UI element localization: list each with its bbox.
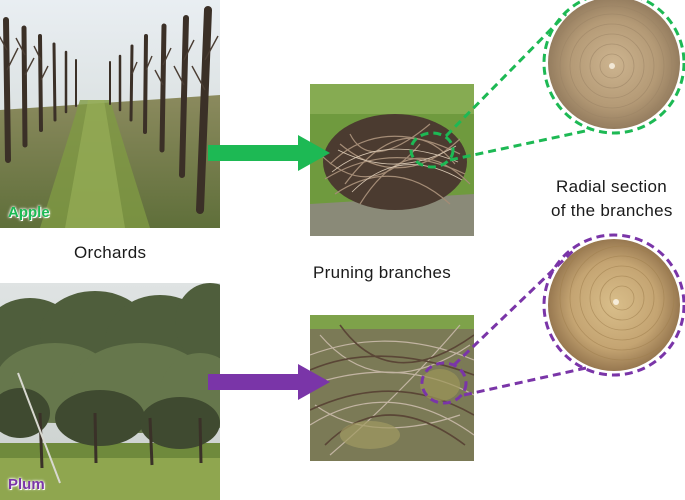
plum-flow-arrow bbox=[208, 364, 330, 400]
radial-section-label-line2: of the branches bbox=[551, 201, 673, 220]
apple-section-connector bbox=[409, 0, 685, 169]
orchards-label: Orchards bbox=[74, 243, 147, 262]
pruning-branches-label: Pruning branches bbox=[313, 263, 452, 282]
apple-radial-section-disc bbox=[548, 0, 680, 129]
plum-tag: Plum bbox=[8, 476, 45, 493]
radial-section-label-line1: Radial section bbox=[556, 177, 667, 196]
plum-radial-section-disc bbox=[548, 239, 680, 371]
apple-orchard-photo bbox=[0, 0, 220, 228]
plum-orchard-photo bbox=[0, 283, 220, 500]
apple-tag: Apple bbox=[8, 204, 50, 221]
apple-flow-arrow bbox=[208, 135, 330, 171]
plum-section-connector bbox=[420, 233, 685, 405]
plum-pruning-branches-photo bbox=[310, 315, 474, 461]
apple-pruning-branches-photo bbox=[310, 84, 474, 236]
